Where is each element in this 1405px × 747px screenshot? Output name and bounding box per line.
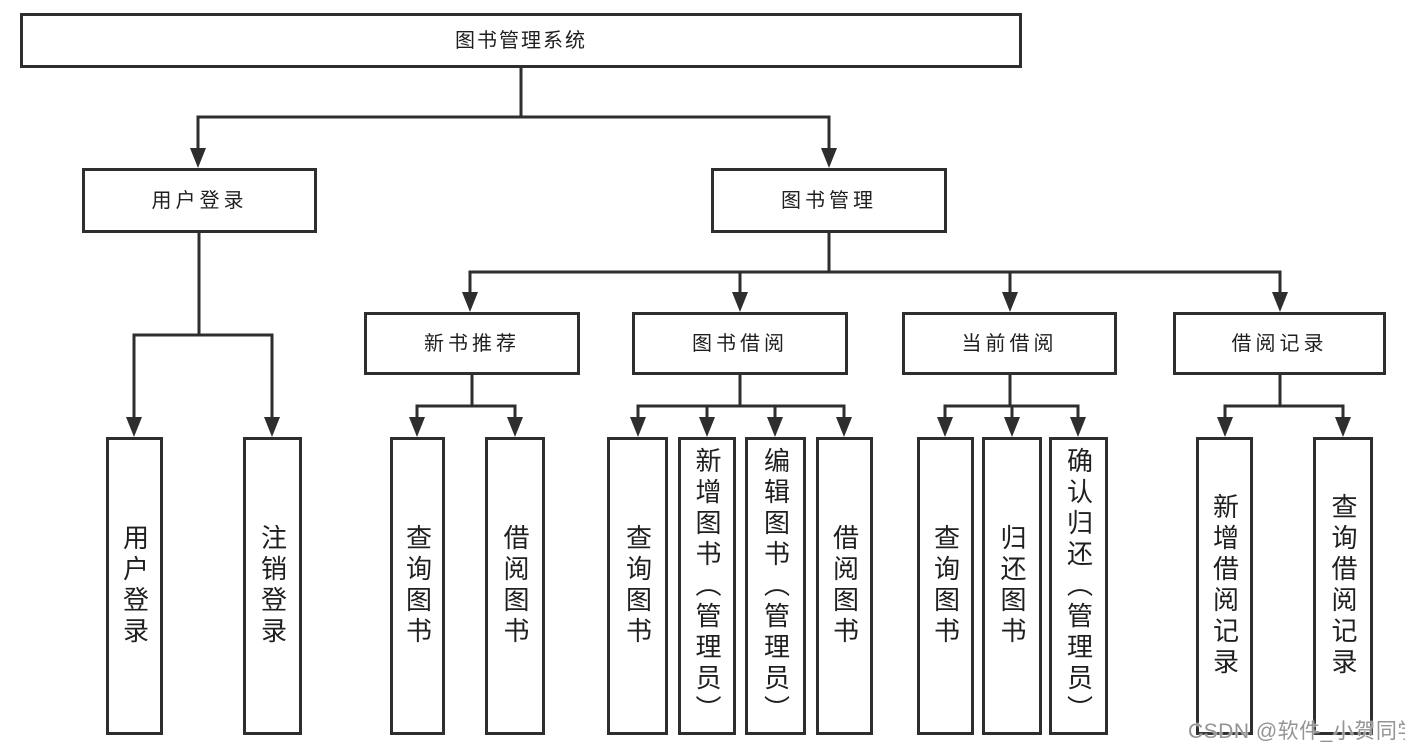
leaf-current-return-books: 归还图书 — [982, 437, 1042, 735]
leaf-user-login: 用户登录 — [106, 437, 163, 735]
leaf-records-query-record: 查询借阅记录 — [1313, 437, 1373, 735]
connector-book-management-branch — [462, 233, 1288, 312]
leaf-records-add-record: 新增借阅记录 — [1196, 437, 1253, 735]
leaf-newbooks-borrow-books: 借阅图书 — [485, 437, 545, 735]
node-new-book-recommend: 新书推荐 — [364, 312, 580, 375]
connector-borrow-records-branch — [1217, 375, 1351, 437]
leaf-current-confirm-return-admin: 确认归还（管理员） — [1049, 437, 1108, 735]
node-book-borrow: 图书借阅 — [632, 312, 848, 375]
node-root: 图书管理系统 — [20, 13, 1022, 68]
leaf-borrow-add-books-admin: 新增图书（管理员） — [678, 437, 736, 735]
node-book-management: 图书管理 — [711, 168, 947, 233]
leaf-logout: 注销登录 — [243, 437, 302, 735]
connector-current-borrow-branch — [937, 375, 1086, 437]
connector-book-borrow-branch — [630, 375, 852, 437]
connector-user-login-branch — [126, 233, 280, 437]
connector-root-branch — [190, 68, 837, 168]
leaf-newbooks-query-books: 查询图书 — [390, 437, 445, 735]
csdn-watermark: CSDN @软件_小贺同学 — [1188, 720, 1405, 743]
leaf-current-query-books: 查询图书 — [917, 437, 974, 735]
leaf-borrow-query-books: 查询图书 — [607, 437, 668, 735]
node-current-borrow: 当前借阅 — [902, 312, 1117, 375]
leaf-borrow-borrow-books: 借阅图书 — [816, 437, 873, 735]
node-borrow-records: 借阅记录 — [1173, 312, 1386, 375]
node-user-login: 用户登录 — [82, 168, 317, 233]
leaf-borrow-edit-books-admin: 编辑图书（管理员） — [745, 437, 806, 735]
connector-new-books-branch — [409, 375, 523, 437]
